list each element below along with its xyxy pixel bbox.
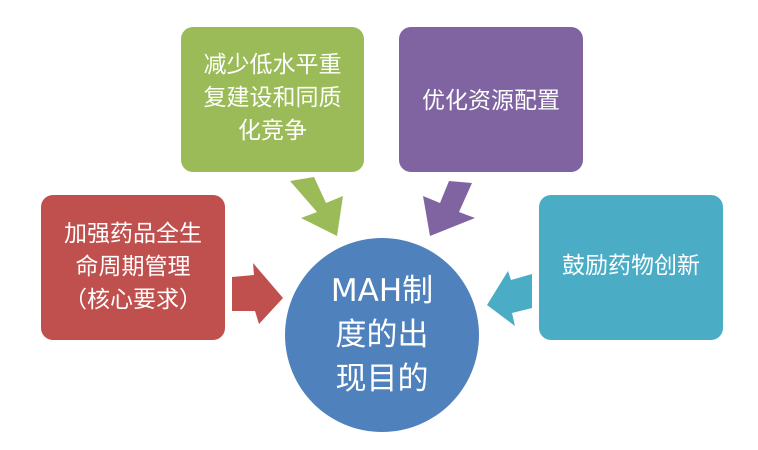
center-text-line: 度的出 <box>335 317 429 353</box>
node-text-line: 优化资源配置 <box>422 88 560 114</box>
node-lifecycle-management: 加强药品全生 命周期管理 （核心要求） <box>41 195 225 340</box>
node-text-line: 加强药品全生 <box>64 221 202 247</box>
center-node: MAH制 度的出 现目的 <box>285 238 479 432</box>
node-text-line: 复建设和同质 <box>203 85 342 111</box>
node-optimize-resources: 优化资源配置 <box>399 27 583 172</box>
node-text-line: （核心要求） <box>64 287 202 313</box>
arrow-purple-icon <box>423 181 475 236</box>
arrow-green-icon <box>290 177 343 236</box>
node-text-line: 减少低水平重 <box>203 52 342 78</box>
node-encourage-innovation: 鼓励药物创新 <box>539 195 723 340</box>
node-text-line: 鼓励药物创新 <box>562 253 700 279</box>
center-text-line: 现目的 <box>335 361 429 397</box>
center-text-line: MAH制 <box>330 273 434 309</box>
arrow-red-icon <box>232 263 283 324</box>
arrow-teal-icon <box>487 271 532 326</box>
node-text-line: 化竞争 <box>238 118 307 144</box>
node-reduce-duplication: 减少低水平重 复建设和同质 化竞争 <box>181 27 364 172</box>
node-text-line: 命周期管理 <box>75 254 191 280</box>
